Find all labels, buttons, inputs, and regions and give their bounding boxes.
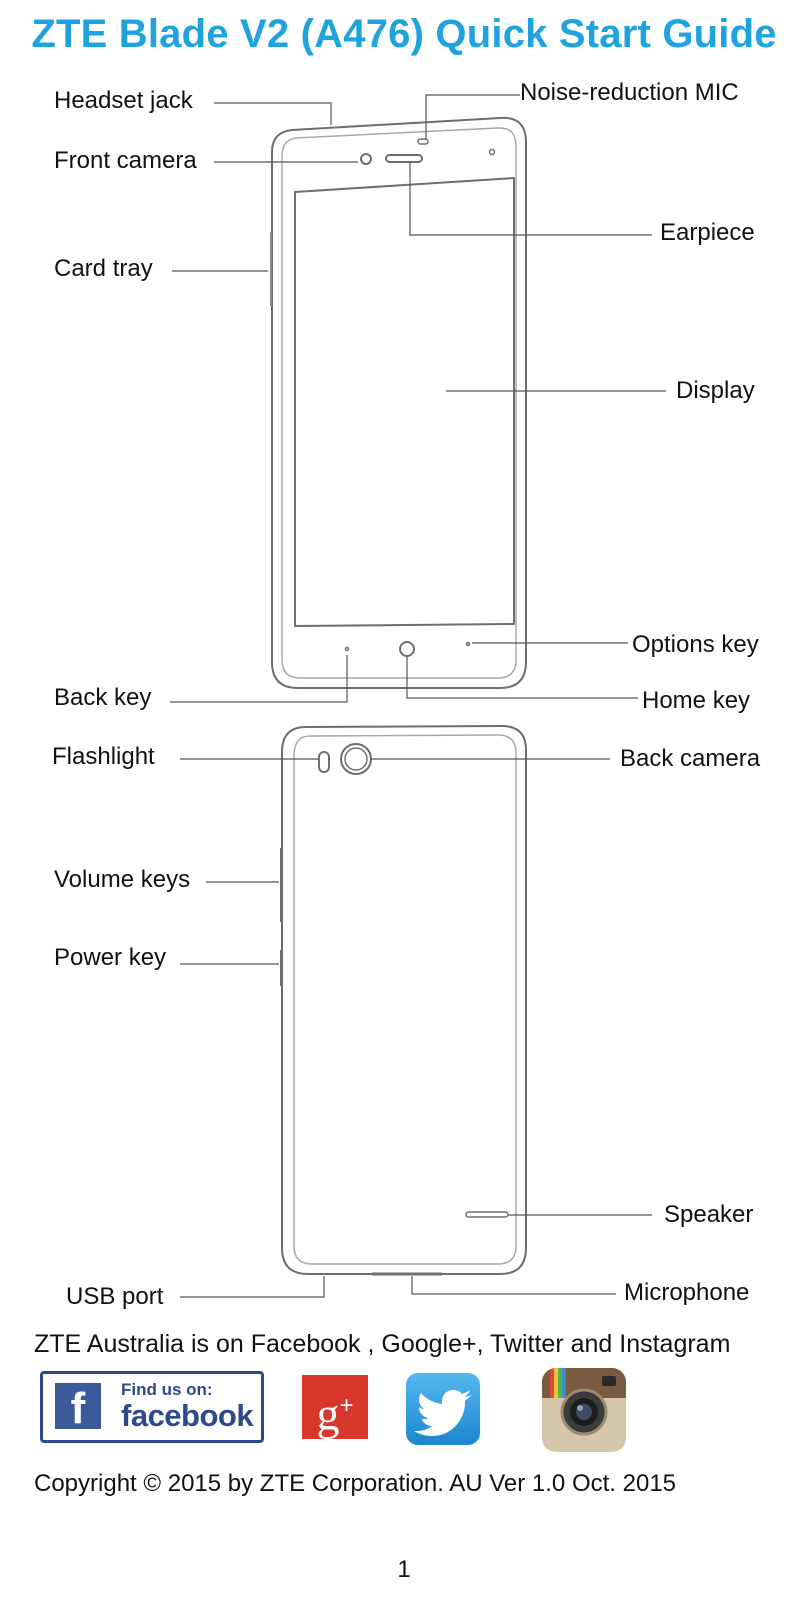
options-key-dot (465, 641, 471, 647)
back-phone-inner-edge (293, 734, 517, 1265)
label-home-key: Home key (642, 687, 751, 714)
line-noise-mic (425, 94, 520, 140)
label-flashlight: Flashlight (52, 743, 155, 770)
front-phone-body (271, 116, 527, 689)
front-screen-display (294, 177, 515, 627)
back-phone-body (281, 725, 527, 1275)
label-card-tray: Card tray (54, 255, 153, 282)
google-plus-icon[interactable]: g+ (302, 1375, 368, 1439)
front-camera-lens (360, 153, 372, 165)
label-noise-reduction-mic: Noise-reduction MIC (520, 79, 739, 106)
label-display: Display (676, 377, 755, 404)
home-key-button (399, 641, 415, 657)
back-camera-inner (344, 747, 368, 771)
instagram-camera-icon (542, 1368, 626, 1436)
copyright-text: Copyright © 2015 by ZTE Corporation. AU … (34, 1470, 677, 1497)
line-home-key (406, 657, 638, 699)
facebook-f-glyph: f (55, 1383, 101, 1433)
label-microphone: Microphone (624, 1279, 750, 1306)
label-front-camera: Front camera (54, 147, 197, 174)
label-earpiece: Earpiece (660, 219, 755, 246)
back-key-dot (344, 646, 350, 652)
page-number: 1 (397, 1556, 411, 1583)
social-media-text: ZTE Australia is on Facebook , Google+, … (34, 1330, 731, 1358)
facebook-find-us-text: Find us on: (121, 1380, 213, 1399)
instagram-icon[interactable] (542, 1368, 626, 1452)
page-title: ZTE Blade V2 (A476) Quick Start Guide (31, 12, 777, 56)
label-speaker: Speaker (664, 1201, 754, 1228)
speaker-grille (465, 1211, 509, 1218)
earpiece-grille (385, 154, 423, 163)
callout-lines (170, 94, 666, 1298)
front-phone-inner-edge (281, 127, 517, 679)
label-power-key: Power key (54, 944, 167, 971)
line-headset-jack (214, 102, 332, 125)
label-usb-port: USB port (66, 1283, 164, 1310)
line-back-key (170, 655, 348, 703)
twitter-icon[interactable] (406, 1373, 480, 1445)
label-options-key: Options key (632, 631, 759, 658)
label-headset-jack: Headset jack (54, 87, 193, 114)
line-usb-port (180, 1276, 325, 1298)
google-glyph: g (316, 1388, 340, 1440)
label-back-key: Back key (54, 684, 152, 711)
label-volume-keys: Volume keys (54, 866, 191, 893)
flashlight-lens (318, 751, 330, 773)
google-plus-sign: + (339, 1392, 354, 1419)
noise-mic-hole (417, 138, 429, 145)
line-microphone (411, 1276, 616, 1295)
front-sensor (488, 148, 496, 156)
label-back-camera: Back camera (620, 745, 761, 772)
twitter-bird-icon (414, 1390, 472, 1436)
facebook-wordmark: facebook (121, 1398, 254, 1433)
facebook-icon[interactable]: f Find us on: facebook (40, 1371, 264, 1443)
line-earpiece (409, 162, 652, 236)
